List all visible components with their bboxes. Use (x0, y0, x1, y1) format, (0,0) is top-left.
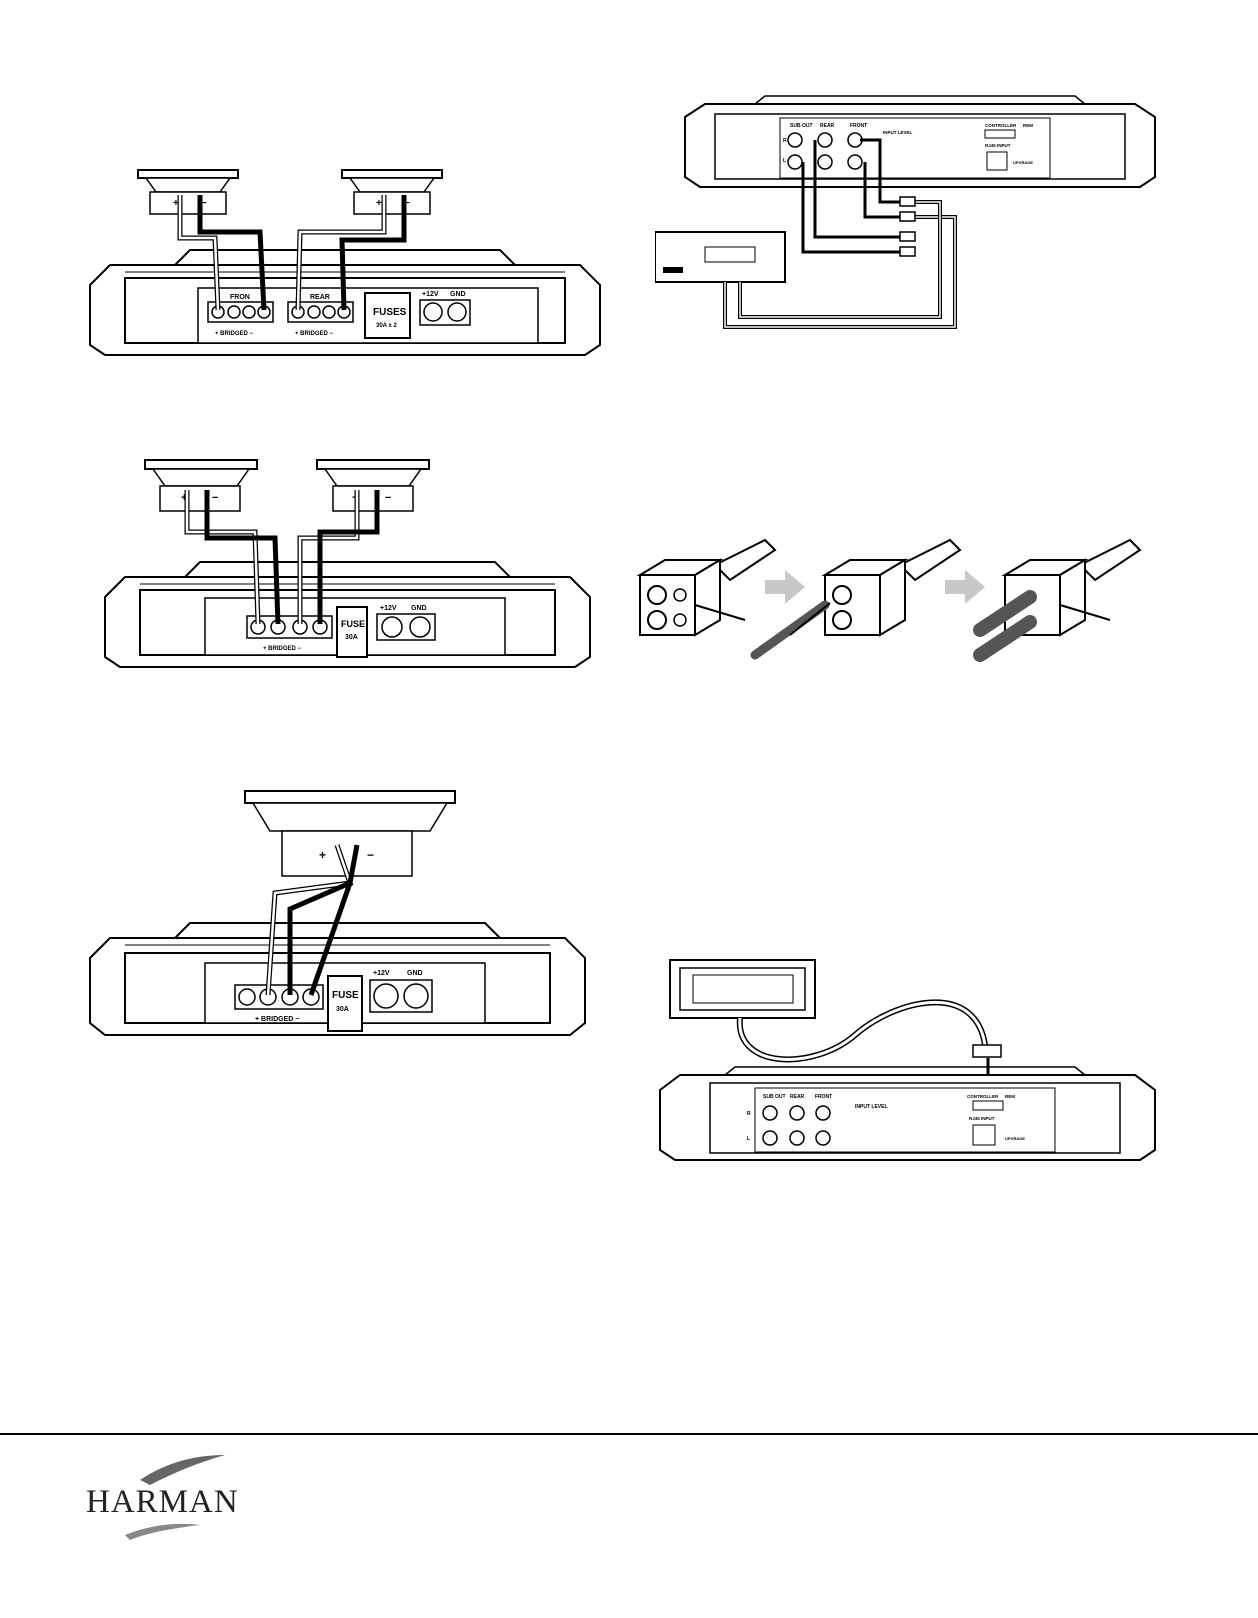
power-terminals: +12V GND (419, 291, 471, 326)
upgrade-label: UPGRADE (1013, 160, 1033, 165)
controller-label: CONTROLLER (985, 123, 1017, 128)
speaker-wires (177, 195, 407, 311)
l-label: L (783, 158, 786, 164)
power-label: +12V (380, 605, 397, 612)
front-label: FRONT (815, 1094, 832, 1100)
rca-cables (723, 138, 957, 329)
head-unit (655, 231, 786, 283)
bridged-label: + BRIDGED − (263, 646, 302, 652)
fuse-label: FUSE (341, 619, 365, 629)
fuse-block: FUSES 30A x 2 (364, 292, 411, 339)
rear-label: REAR (820, 123, 835, 129)
rem-label: REM (1023, 123, 1033, 128)
bridged-label-rear: + BRIDGED − (295, 331, 334, 337)
connector-step-1 (636, 538, 777, 637)
fuse-block: FUSE 30A (336, 606, 368, 658)
r-label: R (783, 138, 787, 144)
diagram-4ch-bridged-two-speakers: + − + − FRON + BRIDGED − REAR + BRIDGED … (89, 169, 601, 356)
rear-label: REAR (790, 1094, 805, 1100)
diagram-rca-input-connection: SUB OUT REAR FRONT INPUT LEVEL CONTROLLE… (655, 95, 1156, 329)
rear-channel-label: REAR (310, 294, 330, 301)
speaker-left: + − (144, 459, 258, 512)
upgrade-label: UPGRADE (1005, 1136, 1025, 1141)
speaker-right-minus: − (385, 492, 391, 504)
fuses-rating: 30A x 2 (376, 323, 397, 329)
harman-logo-swoosh-icon (125, 1455, 225, 1540)
fuses-label: FUSES (373, 307, 407, 318)
diagram-2ch-two-speakers: + − + − + BRIDGED − FUSE 30A +12V GND (104, 459, 591, 668)
speaker-right: + − (316, 459, 430, 512)
subwoofer-minus: − (367, 848, 374, 862)
amplifier-mono (89, 922, 586, 1036)
power-terminals: +12V GND (369, 970, 433, 1013)
rem-label: REM (1005, 1094, 1015, 1099)
step-arrow-1 (765, 570, 805, 604)
subwoofer-plus: + (319, 848, 326, 862)
controller-label: CONTROLLER (967, 1094, 999, 1099)
connector-step-2 (750, 538, 962, 660)
power-label: +12V (373, 970, 390, 977)
speaker-right-plus: + (376, 198, 382, 209)
speaker-left-plus: + (173, 198, 179, 209)
front-channel-label: FRON (230, 294, 250, 301)
ground-label: GND (407, 970, 423, 977)
footer-divider (0, 1433, 1258, 1435)
sub-out-label: SUB OUT (790, 123, 813, 129)
fuse-rating: 30A (336, 1006, 349, 1013)
speaker-wires (184, 490, 380, 625)
front-label: FRONT (850, 123, 867, 129)
input-level-label: INPUT LEVEL (883, 130, 913, 135)
terminal-block: + BRIDGED − (246, 615, 333, 652)
speaker-right: + − (341, 169, 443, 215)
speaker-left: + − (137, 169, 239, 215)
ground-label: GND (411, 605, 427, 612)
diagram-terminal-insertion-steps (636, 538, 1142, 662)
amplifier-bottom: SUB OUT REAR FRONT INPUT LEVEL CONTROLLE… (659, 1066, 1156, 1161)
remote-controller (669, 959, 816, 1019)
ground-label: GND (450, 291, 466, 298)
fuse-block: FUSE 30A (327, 975, 363, 1032)
diagram-mono-bridged-subwoofer: + − + BRIDGED − FUSE 30A +12V GND (89, 790, 586, 1036)
diagram-remote-controller-connection: SUB OUT REAR FRONT INPUT LEVEL CONTROLLE… (659, 959, 1156, 1161)
bridged-label-front: + BRIDGED − (215, 331, 254, 337)
power-terminals: +12V GND (376, 605, 436, 641)
power-label: +12V (422, 291, 439, 298)
fuse-rating: 30A (345, 634, 358, 641)
subwoofer: + − (244, 790, 456, 877)
amplifier-top: SUB OUT REAR FRONT INPUT LEVEL CONTROLLE… (684, 95, 1156, 188)
step-arrow-2 (945, 570, 985, 604)
harman-logo: HARMAN (80, 1450, 260, 1550)
sub-out-label: SUB OUT (763, 1094, 786, 1100)
r-label: R (747, 1111, 751, 1117)
harman-logo-text: HARMAN (86, 1484, 239, 1520)
terminal-block-front: FRON + BRIDGED − (207, 294, 274, 337)
fuse-label: FUSE (332, 990, 359, 1001)
speaker-right-minus: − (404, 198, 410, 209)
speaker-left-minus: − (201, 198, 207, 209)
bridged-label: + BRIDGED − (255, 1016, 299, 1023)
terminal-block-rear: REAR + BRIDGED − (287, 294, 354, 337)
speaker-wires (265, 844, 360, 996)
input-level-label: INPUT LEVEL (855, 1104, 888, 1110)
rj45-label: RJ45 INPUT (969, 1116, 995, 1121)
rj45-label: RJ45 INPUT (985, 143, 1011, 148)
speaker-left-minus: − (212, 492, 218, 504)
connector-step-3 (973, 538, 1142, 662)
l-label: L (747, 1136, 750, 1142)
speaker-left-plus: + (181, 492, 187, 504)
